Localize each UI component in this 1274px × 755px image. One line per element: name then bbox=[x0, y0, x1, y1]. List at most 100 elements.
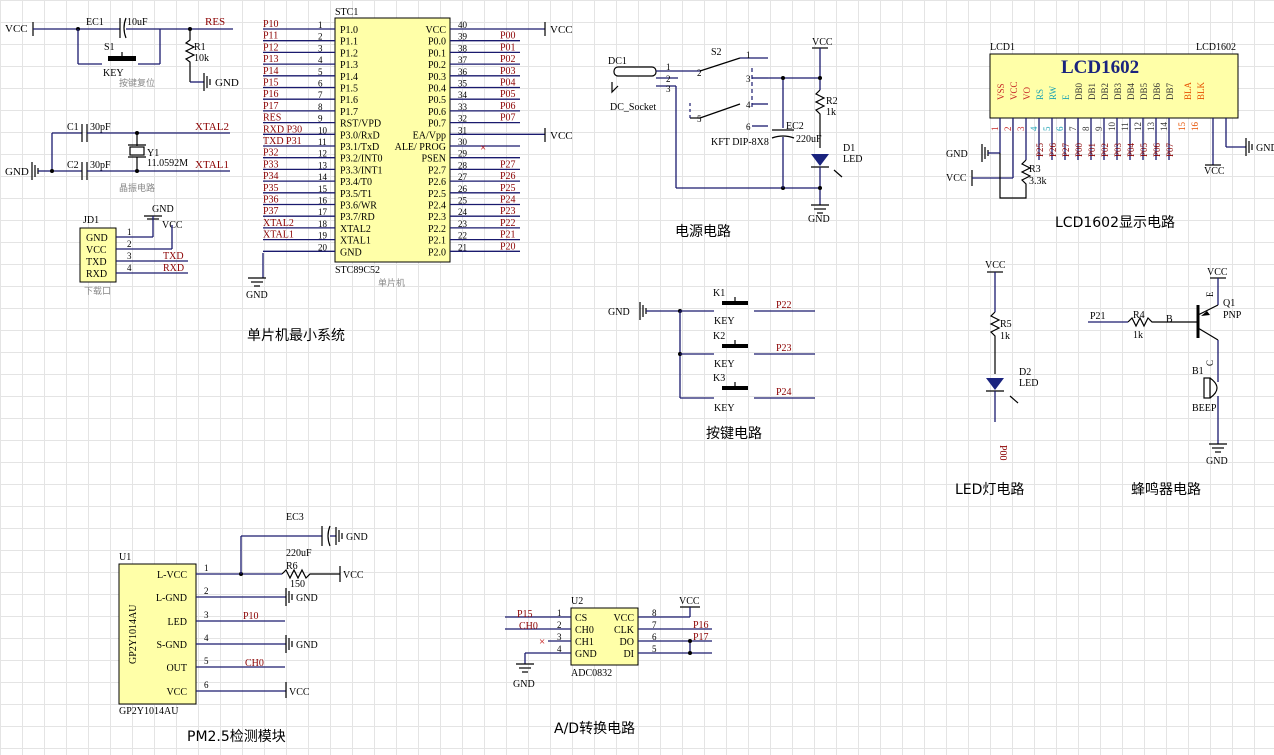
adc-left-pin-num: 3 bbox=[557, 632, 562, 642]
stc-left-net: P33 bbox=[263, 159, 279, 170]
adc-left-pin-name: GND bbox=[575, 649, 597, 660]
txd-net: TXD bbox=[163, 251, 184, 262]
stc-right-pin-name: ALE/ PROG bbox=[395, 142, 446, 153]
lcd-pin-num: 10 bbox=[1107, 122, 1117, 132]
stc-right-net: P03 bbox=[500, 66, 516, 77]
ec3-value: 220uF bbox=[286, 548, 312, 559]
vcc-label: VCC bbox=[550, 24, 573, 36]
lcd-pin-name: DB4 bbox=[1126, 82, 1136, 100]
adc-right-pin-name: CLK bbox=[614, 625, 635, 636]
lcd-pin-net: P02 bbox=[1100, 143, 1110, 157]
k3-ref: K3 bbox=[713, 373, 725, 384]
pm25-pin-num: 4 bbox=[204, 633, 209, 643]
stc-right-net: P22 bbox=[500, 218, 516, 229]
stc-right-pin-name: P0.3 bbox=[428, 72, 446, 83]
ec2-value: 220uF bbox=[796, 134, 822, 145]
dc1-value: DC_Socket bbox=[610, 102, 656, 113]
stc-right-pin-num: 33 bbox=[458, 102, 468, 112]
stc-left-pin-num: 10 bbox=[318, 125, 328, 135]
gnd-label: GND bbox=[152, 204, 174, 215]
p00-net: P00 bbox=[997, 445, 1008, 461]
sw-pin-num: 2 bbox=[697, 68, 702, 78]
stc-left-pin-name: RST/VPD bbox=[340, 119, 381, 130]
r4-value: 1k bbox=[1133, 330, 1143, 341]
stc-right-pin-name: EA/Vpp bbox=[413, 130, 446, 141]
lcd-pin-num: 9 bbox=[1094, 126, 1104, 131]
stc-right-net: P24 bbox=[500, 195, 516, 206]
p10-net: P10 bbox=[243, 611, 259, 622]
b1-ref: B1 bbox=[1192, 366, 1204, 377]
stc-right-net: P04 bbox=[500, 78, 516, 89]
stc-left-pin-name: P1.1 bbox=[340, 37, 358, 48]
stc-right-net: P05 bbox=[500, 89, 516, 100]
p24-net: P24 bbox=[776, 387, 792, 398]
crystal-circuit: GND C1 30pF C2 30pF Y1 11.0592M XTAL2 XT… bbox=[5, 121, 230, 194]
stc-left-pin-num: 11 bbox=[318, 137, 327, 147]
stc-right-net: P20 bbox=[500, 241, 516, 252]
s2-ref: S2 bbox=[711, 47, 722, 58]
stc-left-pin-num: 9 bbox=[318, 114, 323, 124]
stc-right-pin-name: P2.1 bbox=[428, 236, 446, 247]
stc-left-net: P11 bbox=[263, 31, 278, 42]
key-value: KEY bbox=[714, 359, 735, 370]
pin-e: E bbox=[1205, 291, 1215, 297]
section-title-pm25: PM2.5检测模块 bbox=[187, 729, 286, 745]
stc-right-pin-name: P0.1 bbox=[428, 48, 446, 59]
stc-right-pin-num: 22 bbox=[458, 231, 467, 241]
r3-value: 3.3k bbox=[1029, 176, 1047, 187]
stc-right-pin-name: P2.0 bbox=[428, 247, 446, 258]
stc-left-pin-num: 7 bbox=[318, 90, 323, 100]
stc-left-net: P17 bbox=[263, 101, 279, 112]
stc-left-pin-name: P3.4/T0 bbox=[340, 177, 372, 188]
jd1-pin-num: 1 bbox=[127, 227, 132, 237]
stc-right-pin-name: P0.2 bbox=[428, 60, 446, 71]
c1-ref: C1 bbox=[67, 122, 79, 133]
adc-left-pin-name: CH1 bbox=[575, 637, 594, 648]
stc-right-pin-name: P0.4 bbox=[428, 84, 446, 95]
k1-ref: K1 bbox=[713, 288, 725, 299]
stc-right-pin-num: 31 bbox=[458, 125, 467, 135]
p15-net: P15 bbox=[517, 609, 533, 620]
stc-right-pin-num: 36 bbox=[458, 67, 468, 77]
stc-right-pin-num: 34 bbox=[458, 90, 468, 100]
k2-ref: K2 bbox=[713, 331, 725, 342]
gnd-label: GND bbox=[608, 307, 630, 318]
stc-left-pin-num: 3 bbox=[318, 43, 323, 53]
vcc-label: VCC bbox=[5, 23, 28, 35]
sw-pin-num: 1 bbox=[746, 50, 751, 60]
stc-left-pin-name: P1.0 bbox=[340, 25, 358, 36]
stc-left-net: P32 bbox=[263, 148, 279, 159]
dc-pin-num: 1 bbox=[666, 62, 671, 72]
section-title-keys: 按键电路 bbox=[706, 426, 762, 442]
c2-ref: C2 bbox=[67, 160, 79, 171]
s1-value: KEY bbox=[103, 68, 124, 79]
stc-right-pin-name: P0.7 bbox=[428, 119, 446, 130]
c1-value: 30pF bbox=[90, 122, 111, 133]
stc-left-pin-name: P1.2 bbox=[340, 48, 358, 59]
stc-left-pin-num: 13 bbox=[318, 160, 328, 170]
stc-left-pin-num: 19 bbox=[318, 231, 328, 241]
vcc-label: VCC bbox=[946, 173, 967, 184]
stc-right-pin-name: P2.6 bbox=[428, 177, 446, 188]
stc-right-pin-name: P2.3 bbox=[428, 212, 446, 223]
section-title-power: 电源电路 bbox=[675, 224, 731, 240]
lcd-pin-name: VSS bbox=[996, 83, 1006, 100]
adc-right-pin-num: 8 bbox=[652, 608, 657, 618]
stc-left-net: P12 bbox=[263, 42, 279, 53]
q1-ref: Q1 bbox=[1223, 298, 1235, 309]
lcd-pin-name: DB3 bbox=[1113, 82, 1123, 100]
u1-part: GP2Y1014AU bbox=[119, 706, 179, 717]
lcd-pin-name: RS bbox=[1035, 89, 1045, 100]
res-net-label: RES bbox=[205, 16, 225, 28]
dc-pin-num: 3 bbox=[666, 84, 671, 94]
pm25-pin-name: L-GND bbox=[156, 593, 187, 604]
r5-ref: R5 bbox=[1000, 319, 1012, 330]
lcd-pin-name: DB1 bbox=[1087, 83, 1097, 100]
stc-left-net: XTAL1 bbox=[263, 230, 294, 241]
stc-right-pin-name: P2.7 bbox=[428, 165, 446, 176]
r1-value: 10k bbox=[194, 53, 209, 64]
